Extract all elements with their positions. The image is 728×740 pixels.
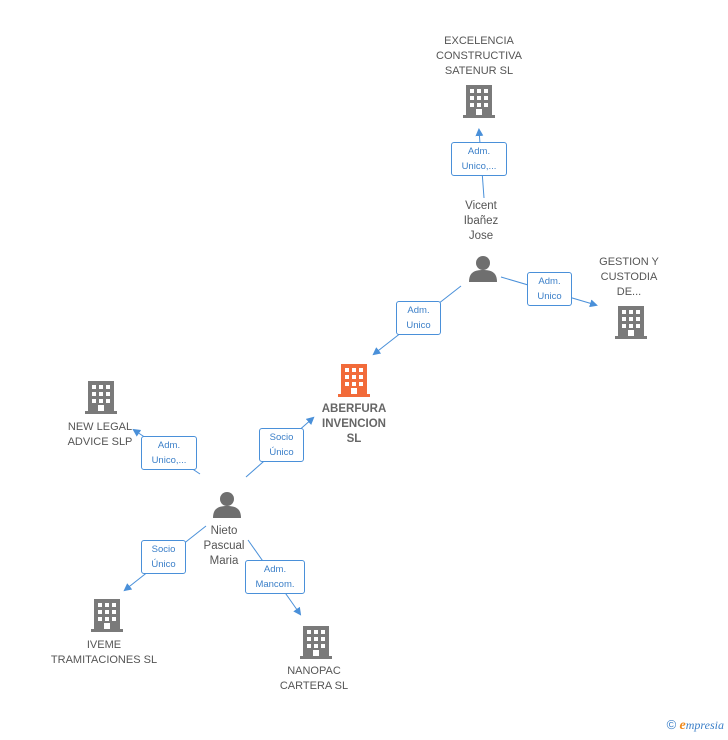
copyright-icon: © <box>666 717 677 732</box>
edge-label-vicent-excelencia[interactable]: Adm. Unico,... <box>451 142 507 176</box>
node-label-newlegal[interactable]: NEW LEGAL ADVICE SLP <box>67 421 133 448</box>
building-icon[interactable] <box>91 599 123 632</box>
node-label-nanopac[interactable]: NANOPAC CARTERA SL <box>279 665 349 692</box>
building-icon[interactable] <box>338 364 370 397</box>
edge-label-vicent-gestion[interactable]: Adm. Unico <box>527 272 572 306</box>
node-label-gestion[interactable]: GESTION Y CUSTODIA DE... <box>599 256 659 298</box>
node-label-iveme[interactable]: IVEME TRAMITACIONES SL <box>50 639 158 666</box>
person-icon[interactable] <box>469 256 497 282</box>
edge-label-nieto-aberfura[interactable]: Socio Único <box>259 428 304 462</box>
edge-label-nieto-newlegal[interactable]: Adm. Unico,... <box>141 436 197 470</box>
edge-label-vicent-aberfura[interactable]: Adm. Unico <box>396 301 441 335</box>
node-label-excelencia[interactable]: EXCELENCIA CONSTRUCTIVA SATENUR SL <box>436 35 522 77</box>
building-icon[interactable] <box>300 626 332 659</box>
building-icon[interactable] <box>463 85 495 118</box>
footer-brand: © empresia <box>667 717 724 734</box>
node-label-aberfura[interactable]: ABERFURA INVENCION SL <box>321 403 387 445</box>
building-icon[interactable] <box>615 306 647 339</box>
edge-label-nieto-iveme[interactable]: Socio Único <box>141 540 186 574</box>
building-icon[interactable] <box>85 381 117 414</box>
node-label-nieto[interactable]: Nieto Pascual Maria <box>203 525 245 567</box>
brand-logo-e: e <box>679 718 686 733</box>
node-label-vicent[interactable]: Vicent Ibañez Jose <box>463 200 499 242</box>
edge-label-nieto-nanopac[interactable]: Adm. Mancom. <box>245 560 305 594</box>
brand-logo-text: mpresia <box>685 718 724 732</box>
person-icon[interactable] <box>213 492 241 518</box>
